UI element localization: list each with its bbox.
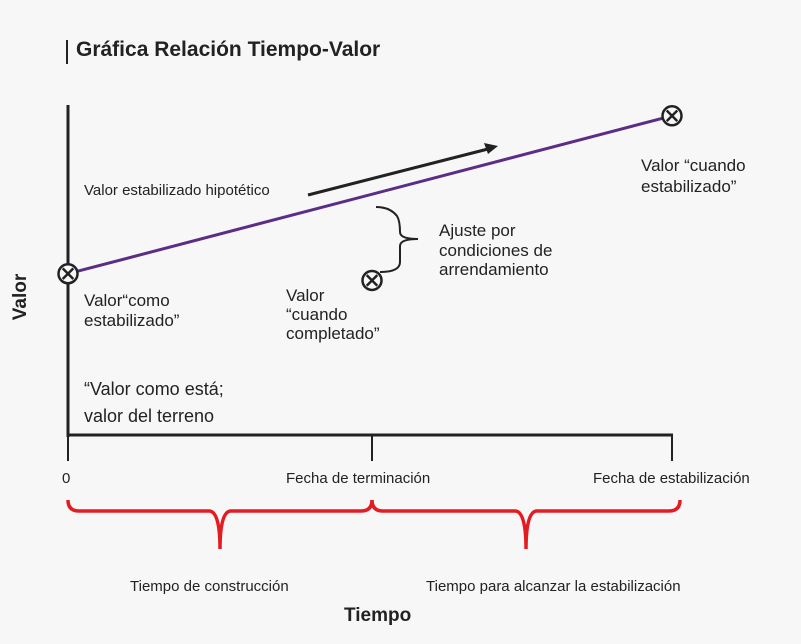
as-is-label-line1: “Valor como está; [84,379,224,399]
value-marker-0 [57,262,79,285]
y-axis-label: Valor [10,273,32,321]
when-stabilized-label-line2: estabilizado” [641,177,737,196]
as-is-label-line2: valor del terreno [84,406,215,426]
construction-time-brace [66,499,374,550]
construction-time-label: Tiempo de construcción [130,578,289,595]
as-stabilized-label-line1: Valor“como [84,291,170,310]
value-marker-2 [661,105,683,127]
as-stabilized-label-line2: estabilizado” [84,311,180,330]
marker-cross-b-2 [665,109,679,122]
adjust-label-line1: Ajuste por [439,221,516,240]
hypothetical-arrow-shaft [307,147,489,197]
title-accent-bar [66,40,68,64]
stabilization-time-brace [370,499,682,550]
value-marker-1 [361,269,383,292]
when-completed-label-line2: “cuando [286,305,348,324]
chart-title: Gráfica Relación Tiempo-Valor [76,38,381,61]
adjust-label-line3: arrendamiento [439,260,549,279]
value-series-line-0 [67,114,673,276]
stabilization-time-label: Tiempo para alcanzar la estabilización [426,578,681,595]
x-tick-stabilization-date: Fecha de estabilización [593,470,750,487]
when-completed-label-line3: completado” [286,324,380,343]
adjust-label-line2: condiciones de [439,241,553,260]
hypothetical-arrow-head [484,143,498,154]
x-axis-label: Tiempo [344,605,412,626]
hypothetical-value-label: Valor estabilizado hipotético [84,182,270,199]
marker-cross-b-0 [61,267,75,280]
adjustment-bracket [375,206,419,273]
marker-cross-b-1 [365,274,379,287]
when-stabilized-label-line1: Valor “cuando [641,156,746,175]
x-tick-completion-date: Fecha de terminación [286,470,431,487]
x-tick-origin: 0 [62,470,71,487]
when-completed-label-line1: Valor [286,286,325,305]
